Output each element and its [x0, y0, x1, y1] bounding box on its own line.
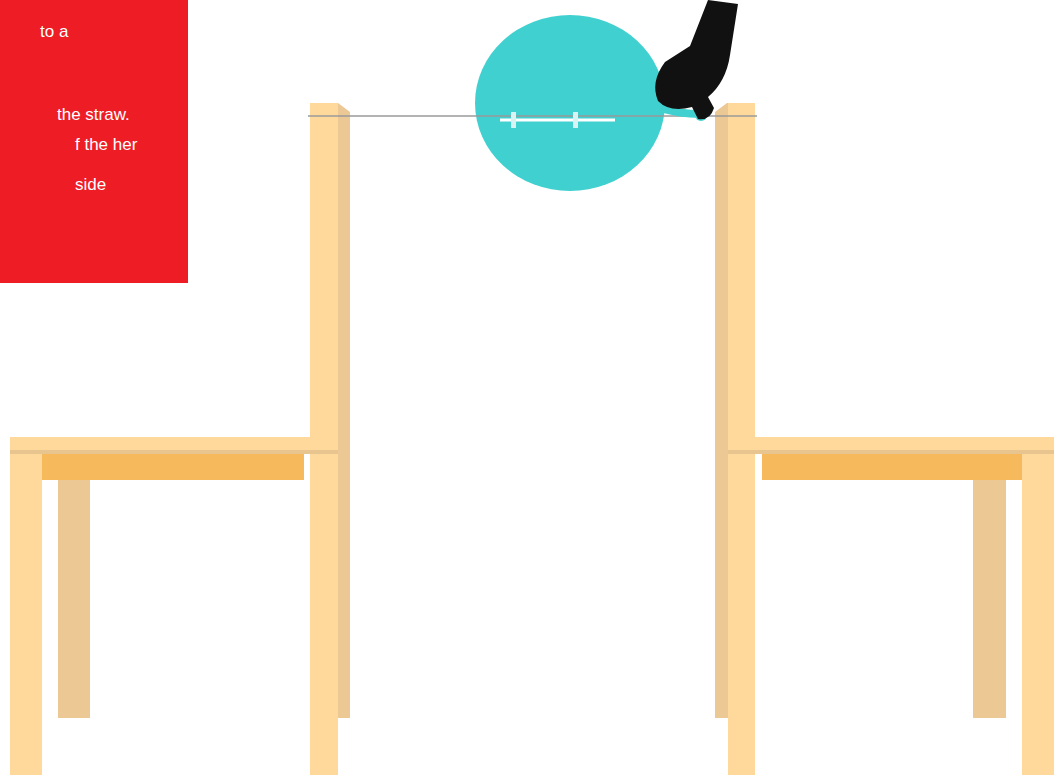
hand [655, 0, 738, 119]
balloon [475, 15, 665, 191]
chair-seat-rail [42, 454, 304, 480]
tape [511, 112, 516, 128]
chair-back-leg [58, 480, 90, 718]
instruction-text: the straw. [57, 95, 182, 135]
chair-seat-rail [762, 454, 1022, 480]
straw [500, 119, 615, 122]
instruction-text: to a [40, 12, 180, 52]
chair-front-leg [1022, 454, 1054, 775]
chair-seat-edge [728, 450, 1054, 454]
chair-back-leg [973, 480, 1006, 718]
tape [573, 112, 578, 128]
chair-post-side [338, 112, 350, 718]
chair-seat-edge [10, 450, 338, 454]
instruction-text: f the her side [75, 125, 141, 205]
instruction-panel: to a the straw.f the her side [0, 0, 188, 283]
right-chair [715, 103, 1054, 775]
chair-front-leg [10, 454, 42, 775]
chair-seat-top [728, 437, 1054, 451]
chair-seat-top [10, 437, 338, 451]
chair-post-side [715, 112, 728, 718]
